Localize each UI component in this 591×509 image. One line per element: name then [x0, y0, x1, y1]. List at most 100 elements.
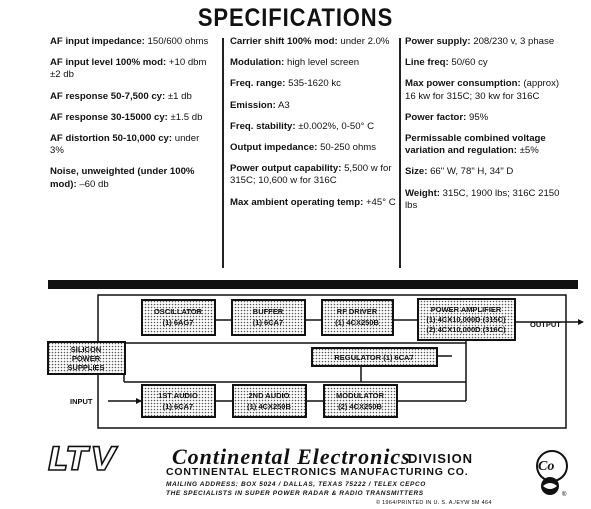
buffer-label: BUFFER: [253, 307, 284, 316]
spec-label: Permissable combined voltage variation a…: [405, 133, 546, 157]
spec-value: ±5%: [519, 145, 539, 157]
spec-value: 95%: [468, 111, 489, 123]
spec-value: under 2.0%: [340, 36, 390, 47]
spec-label: Noise, unweighted (under 100% mod):: [50, 166, 195, 190]
spec-item: Freq. range: 535-1620 kc: [230, 78, 400, 90]
division-label: DIVISION: [408, 451, 474, 466]
spec-item: AF response 50-7,500 cy: ±1 db: [50, 91, 215, 103]
spec-value: high level screen: [287, 57, 360, 69]
spec-item: Freq. stability: ±0.002%, 0-50° C: [230, 121, 400, 133]
spec-label: AF input level 100% mod:: [50, 57, 167, 69]
spec-item: Emission: A3: [230, 100, 400, 112]
modulator-tube: (2) 4CX250B: [338, 402, 382, 411]
spec-value: A3: [278, 99, 290, 111]
spec-item: Noise, unweighted (under 100% mod): –60 …: [50, 166, 215, 190]
spec-label: Power factor:: [405, 111, 467, 123]
spec-item: Max power consumption: (approx) 16 kw fo…: [405, 78, 570, 102]
spec-label: Size:: [405, 166, 428, 178]
spec-label: Max power consumption:: [405, 78, 521, 90]
spec-value: under 3%: [50, 133, 200, 157]
spec-value: 66" W, 78" H, 34" D: [430, 166, 514, 178]
spec-value: 315C, 1900 lbs; 316C 2150 lbs: [405, 187, 560, 211]
spec-value: (approx) 16 kw for 315C; 30 kw for 316C: [405, 78, 560, 102]
spec-item: Power supply: 208/230 v, 3 phase: [405, 36, 570, 48]
spec-label: Modulation:: [230, 57, 285, 69]
spec-value: 150/600 ohms: [147, 36, 209, 47]
address-block: MAILING ADDRESS: BOX 5024 / DALLAS, TEXA…: [166, 481, 426, 498]
spec-label: Output impedance:: [230, 142, 318, 154]
spec-item: AF response 30-15000 cy: ±1.5 db: [50, 112, 215, 124]
spec-item: Line freq: 50/60 cy: [405, 57, 570, 69]
spec-value: ±1.5 db: [170, 111, 203, 123]
spec-value: ±0.002%, 0-50° C: [298, 120, 375, 132]
spec-label: Max ambient operating temp:: [230, 196, 364, 208]
second-audio-label: 2ND AUDIO: [249, 391, 290, 400]
company-name: Continental Electronics: [172, 444, 411, 469]
silicon-power-supplies-block: SILICON POWER SUPPLIES: [47, 341, 126, 375]
tagline: THE SPECIALISTS IN SUPER POWER RADAR & R…: [166, 489, 424, 497]
silicon-label-1: SILICON: [71, 345, 101, 354]
spec-label: Carrier shift 100% mod:: [230, 36, 338, 47]
output-label: OUTPUT: [530, 320, 561, 329]
spec-item: Max ambient operating temp: +45° C: [230, 197, 400, 209]
spec-label: Line freq:: [405, 57, 449, 69]
power-amplifier-label: POWER AMPLIFIER: [431, 305, 502, 314]
first-audio-label: 1ST AUDIO: [158, 391, 198, 400]
power-amplifier-tube-2: (2) 4CX10,000D (316C): [426, 325, 506, 334]
spec-label: Weight:: [405, 187, 440, 199]
block-diagram: OSCILLATOR (1) 6AG7 BUFFER (1) 6CA7 RF D…: [47, 294, 584, 429]
spec-label: AF input impedance:: [50, 36, 145, 47]
buffer-tube: (1) 6CA7: [253, 318, 283, 327]
rf-driver-label: RF DRIVER: [337, 307, 378, 316]
first-audio-tube: (1) 6CA7: [163, 402, 193, 411]
spec-item: Permissable combined voltage variation a…: [405, 133, 570, 157]
second-audio-block: 2ND AUDIO (1) 4CX250B: [232, 384, 307, 418]
spec-label: Freq. range:: [230, 78, 286, 90]
modulator-block: MODULATOR (2) 4CX250B: [323, 384, 398, 418]
spec-label: AF response 50-7,500 cy:: [50, 90, 166, 102]
spec-label: Emission:: [230, 99, 276, 111]
spec-label: Power output capability:: [230, 163, 342, 175]
spec-value: ±1 db: [167, 90, 192, 102]
spec-value: 5,500 w for 315C; 10,600 w for 316C: [230, 163, 392, 187]
regulator-block: REGULATOR (1) 6CA7: [311, 347, 438, 367]
ce-globe-logo-icon: Co ®: [536, 450, 568, 498]
spec-value: 50-250 ohms: [320, 142, 377, 154]
spec-value: 535-1620 kc: [288, 78, 341, 90]
power-amplifier-block: POWER AMPLIFIER (1) 4CX10,000D (315C) (2…: [417, 298, 516, 341]
input-label: INPUT: [70, 397, 93, 406]
first-audio-block: 1ST AUDIO (1) 6CA7: [141, 384, 216, 418]
page-title: SPECIFICATIONS: [197, 4, 394, 32]
copyright: © 1964/PRINTED IN U. S. A./EYW 5M 464: [376, 500, 492, 506]
spec-value: –60 db: [79, 178, 109, 190]
spec-item: Power output capability: 5,500 w for 315…: [230, 163, 400, 187]
spec-item: Size: 66" W, 78" H, 34" D: [405, 166, 570, 178]
svg-text:®: ®: [562, 491, 567, 498]
oscillator-tube: (1) 6AG7: [163, 318, 194, 327]
spec-item: Modulation: high level screen: [230, 57, 400, 69]
spec-label: Freq. stability:: [230, 120, 296, 132]
spec-item: Weight: 315C, 1900 lbs; 316C 2150 lbs: [405, 188, 570, 212]
spec-item: Carrier shift 100% mod: under 2.0%: [230, 36, 400, 48]
power-amplifier-tube-1: (1) 4CX10,000D (315C): [426, 315, 506, 324]
spec-item: AF input impedance: 150/600 ohms: [50, 36, 215, 48]
oscillator-block: OSCILLATOR (1) 6AG7: [141, 299, 216, 336]
svg-text:Co: Co: [538, 459, 554, 474]
column-divider: [399, 38, 401, 268]
rf-driver-block: RF DRIVER (1) 4CX250B: [321, 299, 394, 336]
rf-driver-tube: (1) 4CX250B: [335, 318, 379, 327]
spec-value: +10 dbm ±2 db: [50, 57, 207, 81]
silicon-label-3: SUPPLIES: [67, 363, 104, 372]
buffer-block: BUFFER (1) 6CA7: [231, 299, 306, 336]
spec-item: Output impedance: 50-250 ohms: [230, 142, 400, 154]
second-audio-tube: (1) 4CX250B: [247, 402, 291, 411]
spec-value: 208/230 v, 3 phase: [473, 36, 555, 47]
manufacturing-co: CONTINENTAL ELECTRONICS MANUFACTURING CO…: [166, 466, 469, 478]
spec-column-2: Carrier shift 100% mod: under 2.0% Modula…: [230, 36, 400, 218]
oscillator-label: OSCILLATOR: [154, 307, 203, 316]
modulator-label: MODULATOR: [336, 391, 385, 400]
column-divider: [222, 38, 224, 268]
spec-label: AF distortion 50-10,000 cy:: [50, 133, 173, 145]
